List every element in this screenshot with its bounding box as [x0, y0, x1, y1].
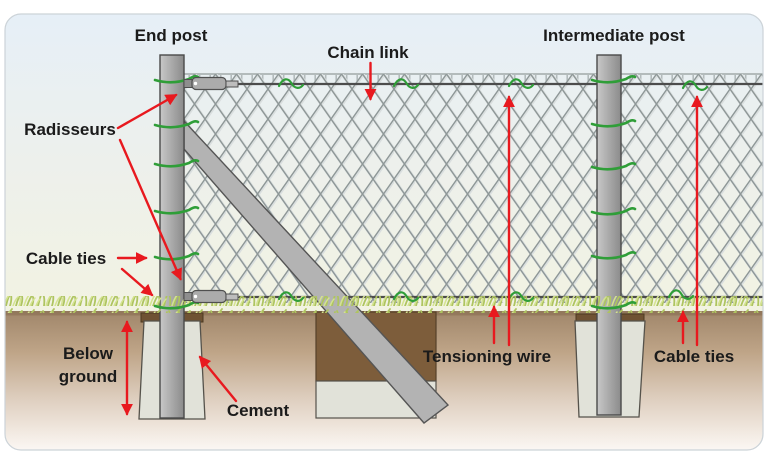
chain-link-mesh [160, 73, 763, 303]
intermediate-post-cable-ties [590, 75, 637, 310]
wire-cable-ties [277, 78, 709, 302]
cable-tie [590, 75, 637, 84]
cable-tie [277, 291, 305, 302]
cement-label: Cement [226, 401, 290, 420]
cable-tie [277, 78, 305, 89]
cable-tie [153, 120, 200, 129]
cable-tie [153, 206, 200, 215]
cable-tie [590, 301, 637, 310]
cable-tie [590, 162, 637, 171]
cable-tie [590, 119, 637, 128]
tensioning-wire-label: Tensioning wire [422, 347, 552, 366]
cable-ties-right-label: Cable ties [653, 347, 735, 366]
radisseurs-arrow-bottom [118, 138, 182, 281]
below-ground-line1: Below [62, 344, 114, 363]
cable-tie [507, 78, 535, 89]
cable-tie [392, 291, 420, 302]
card-border [4, 13, 764, 451]
cable-tie [590, 207, 637, 216]
below-ground-label: Below ground [59, 342, 118, 388]
cable-tie [392, 78, 420, 89]
below-ground-line2: ground [58, 367, 118, 386]
cable-tie [667, 289, 695, 300]
intermediate-post [596, 54, 622, 416]
cement-arrow [198, 355, 238, 403]
radisseurs-arrow-top [116, 93, 178, 130]
tensioner-bottom [183, 289, 239, 304]
cable-ties-left-label: Cable ties [25, 249, 107, 268]
cable-tie [153, 252, 200, 261]
chain-link-label: Chain link [327, 43, 409, 62]
end-post [159, 54, 185, 419]
grass-strip [5, 296, 763, 313]
cable-tie [590, 251, 637, 260]
intermediate-post-label: Intermediate post [543, 26, 685, 45]
cable-tie [507, 291, 535, 302]
tensioner-top [183, 76, 239, 91]
radisseurs-label: Radisseurs [24, 120, 116, 139]
annotation-arrows [116, 61, 703, 416]
cable-tie [681, 80, 709, 91]
cable-ties-left-arrow-bottom [120, 267, 154, 297]
cable-tie [153, 159, 200, 168]
end-post-label: End post [134, 26, 208, 45]
